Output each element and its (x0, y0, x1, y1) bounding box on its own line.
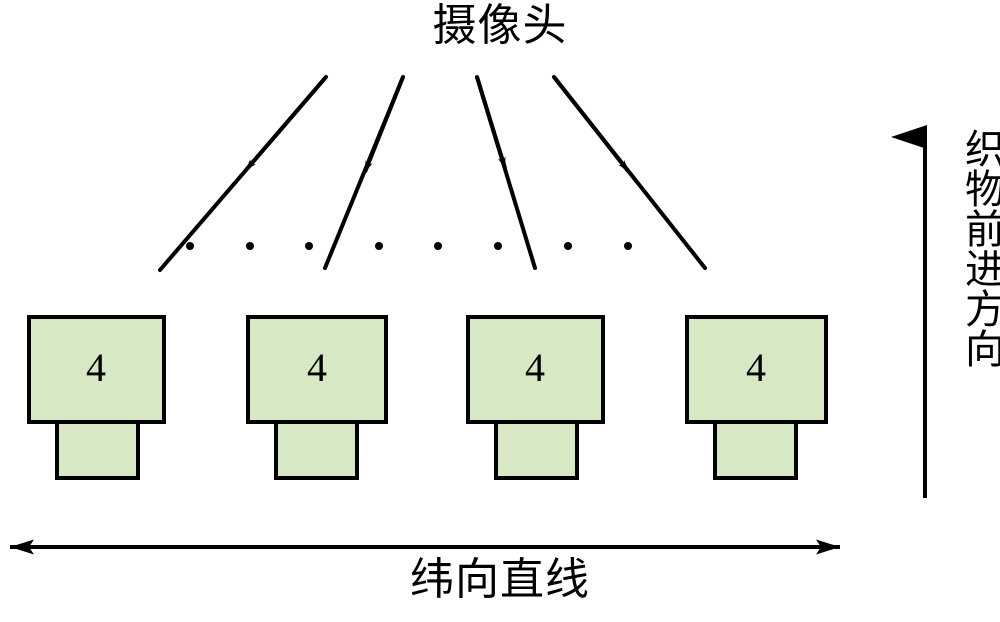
camera-1-label: 4 (86, 345, 106, 390)
camera-2[interactable]: 4 (246, 315, 388, 480)
fabric-dot (246, 242, 254, 250)
sight-line-2-arrowhead (363, 76, 405, 173)
sight-line-1 (158, 75, 328, 272)
camera-1-body (27, 315, 166, 424)
fabric-feed-direction-label: 织物前进方向 (959, 128, 1000, 368)
sight-lines-group (158, 75, 707, 272)
fabric-dot (434, 242, 442, 250)
camera-3-lens (494, 420, 579, 480)
fabric-dots-group (186, 242, 632, 250)
camera-2-lens (274, 420, 359, 480)
camera-1[interactable]: 4 (27, 315, 166, 480)
camera-2-label: 4 (307, 345, 327, 390)
sight-line-4-arrowhead (552, 75, 630, 173)
camera-3[interactable]: 4 (466, 315, 605, 480)
camera-3-label: 4 (525, 345, 545, 390)
camera-1-lens (55, 420, 140, 480)
weft-axis-label: 纬向直线 (410, 555, 590, 604)
camera-4-lens (713, 420, 798, 480)
sight-line-3 (475, 75, 537, 270)
camera-4[interactable]: 4 (685, 315, 828, 480)
fabric-dot (624, 242, 632, 250)
fabric-dot (375, 242, 383, 250)
fabric-dot (564, 242, 572, 250)
sight-line-4 (552, 75, 707, 270)
fabric-dot (305, 242, 313, 250)
sight-line-1-arrowhead (244, 75, 328, 172)
sight-line-2 (323, 75, 405, 270)
camera-3-body (466, 315, 605, 424)
fabric-dot (494, 242, 502, 250)
camera-4-label: 4 (746, 345, 766, 390)
fabric-dot (186, 242, 194, 250)
page-title: 摄像头 (432, 1, 568, 50)
sight-line-3-arrowhead (475, 76, 507, 169)
